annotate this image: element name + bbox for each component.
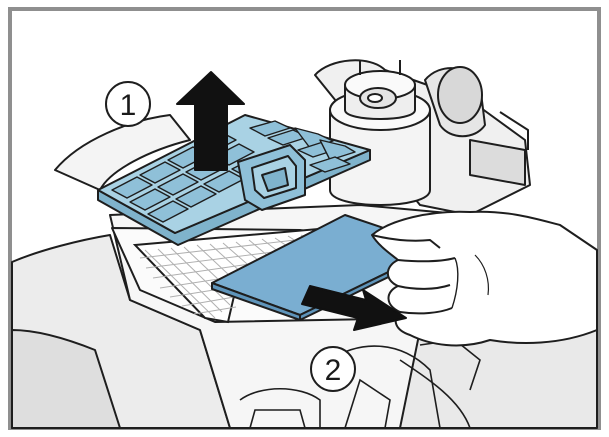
pull-arrow-icon [301, 285, 407, 331]
cylinder-unit [329, 60, 431, 206]
lift-arrow-icon [176, 71, 245, 171]
step-1-marker: 1 [105, 81, 151, 127]
step-2-label: 2 [325, 354, 342, 387]
step-2-marker: 2 [310, 346, 356, 392]
filter-cover [97, 114, 371, 246]
step-1-label: 1 [120, 89, 137, 122]
hand [371, 210, 598, 347]
